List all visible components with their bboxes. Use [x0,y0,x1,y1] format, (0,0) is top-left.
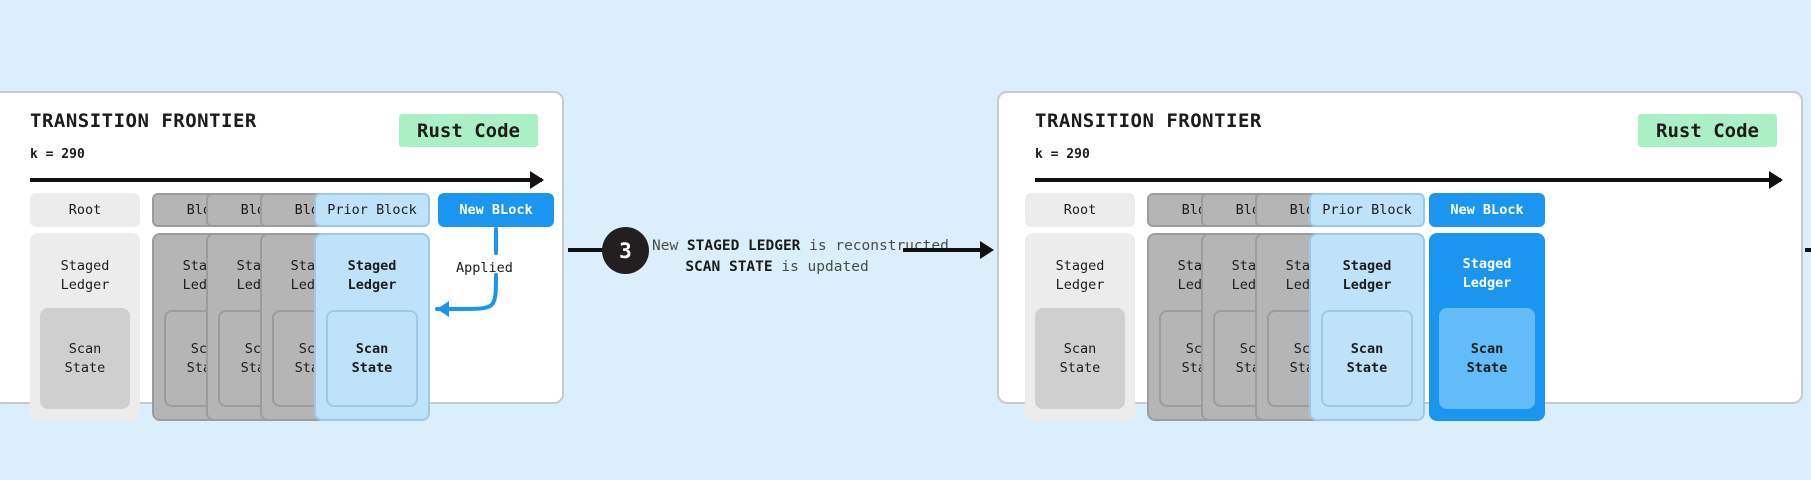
step-number-label: 3 [619,238,632,263]
scan-state-line1: Scan [68,340,102,357]
staged-ledger-line1: Staged [60,258,110,274]
staged-ledger-line1: Staged [1055,258,1105,274]
step-description-line2: SCAN STATE is updated [652,257,902,278]
scan-state-box: Scan State [326,310,418,407]
step-connector-line-in [568,248,608,252]
step-line1-prefix: New [652,238,687,254]
block-column-prior[interactable]: Prior Block Staged Ledger Scan State [314,193,430,421]
block-column-new[interactable]: New BLock [438,193,554,421]
block-header-label: Prior Block [1309,193,1425,227]
staged-ledger-label: Staged Ledger [61,257,110,295]
block-header-label: Root [1025,193,1135,227]
block-column-root[interactable]: Root Staged Ledger Scan State [30,193,140,421]
scan-state-line2: State [1466,359,1508,376]
new-block-body-empty [438,233,554,421]
staged-ledger-label: Staged Ledger [1463,255,1512,293]
scan-state-line1: Scan [1350,340,1384,357]
chain-axis-arrowhead [530,171,544,189]
staged-ledger-line1: Staged [1462,256,1512,272]
step-line2-suffix: is updated [772,259,869,275]
staged-ledger-box: Staged Ledger Scan State [1309,233,1425,421]
staged-ledger-line2: Ledger [1342,277,1392,293]
scan-state-box: Scan State [1035,308,1125,409]
step-description: New STAGED LEDGER is reconstructed SCAN … [652,236,949,278]
page-title: TRANSITION FRONTIER [1035,110,1262,132]
scan-state-line2: State [351,359,393,376]
step-line1-bold: STAGED LEDGER [686,238,801,254]
staged-ledger-box: Staged Ledger Scan State [30,233,140,421]
block-header-label: New BLock [438,193,554,227]
scan-state-line2: State [1346,359,1388,376]
scan-state-line1: Scan [1470,340,1504,357]
block-column-prior[interactable]: Prior Block Staged Ledger Scan State [1309,193,1425,421]
staged-ledger-line2: Ledger [347,277,397,293]
block-header-label: Prior Block [314,193,430,227]
scan-state-line1: Scan [1063,340,1097,357]
page-title: TRANSITION FRONTIER [30,110,257,132]
staged-ledger-line1: Staged [1342,258,1392,274]
staged-ledger-line1: Staged [347,258,397,274]
step-line2-bold: SCAN STATE [685,259,773,275]
k-value-label: k = 290 [1035,147,1090,162]
chain-axis-line [30,178,542,182]
staged-ledger-box: Staged Ledger Scan State [314,233,430,421]
block-column-new[interactable]: New BLock Staged Ledger Scan State [1429,193,1545,421]
staged-ledger-label: Staged Ledger [1343,257,1392,295]
step-connector-line-out [903,248,985,252]
transition-frontier-panel-left: TRANSITION FRONTIER k = 290 Rust Code Ro… [0,91,564,421]
staged-ledger-line2: Ledger [1055,277,1105,293]
staged-ledger-box: Staged Ledger Scan State [1429,233,1545,421]
rust-code-badge: Rust Code [1638,114,1777,147]
outgoing-connector-line [1805,248,1811,252]
scan-state-line1: Scan [355,340,389,357]
scan-state-line2: State [64,359,106,376]
scan-state-box: Scan State [1439,308,1535,409]
staged-ledger-line2: Ledger [60,277,110,293]
k-value-label: k = 290 [30,147,85,162]
block-column-root[interactable]: Root Staged Ledger Scan State [1025,193,1135,421]
rust-code-badge: Rust Code [399,114,538,147]
staged-ledger-label: Staged Ledger [1056,257,1105,295]
scan-state-box: Scan State [40,308,130,409]
scan-state-line2: State [1059,359,1101,376]
staged-ledger-box: Staged Ledger Scan State [1025,233,1135,421]
chain-axis-line [1035,178,1781,182]
staged-ledger-label: Staged Ledger [348,257,397,295]
staged-ledger-line2: Ledger [1462,275,1512,291]
block-header-label: New BLock [1429,193,1545,227]
step-connector-arrowhead [980,241,994,259]
step-number-badge: 3 [602,227,649,274]
step-description-line1: New STAGED LEDGER is reconstructed [652,236,949,257]
transition-frontier-panel-right: TRANSITION FRONTIER k = 290 Rust Code Ro… [997,91,1803,421]
block-header-label: Root [30,193,140,227]
scan-state-box: Scan State [1321,310,1413,407]
chain-axis-arrowhead [1769,171,1783,189]
